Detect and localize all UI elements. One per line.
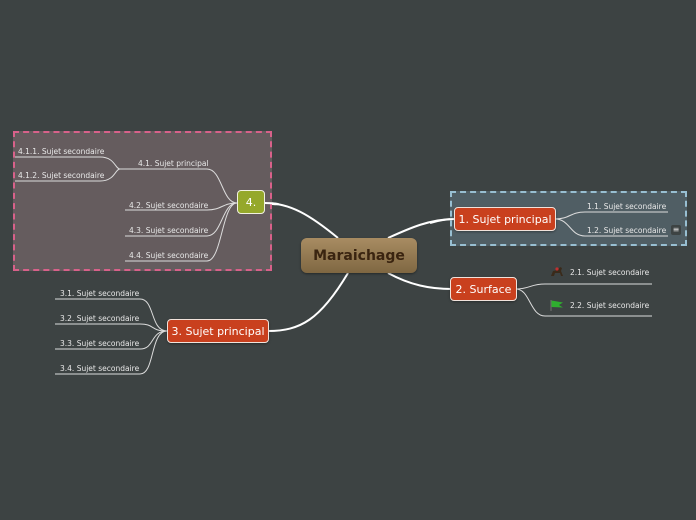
subtopic-4-1-1[interactable]: 4.1.1. Sujet secondaire bbox=[18, 147, 105, 156]
subtopic-4-4[interactable]: 4.4. Sujet secondaire bbox=[129, 251, 209, 260]
subtopic-4-2[interactable]: 4.2. Sujet secondaire bbox=[129, 201, 209, 210]
topic-4-label: 4. bbox=[245, 195, 257, 209]
subtopic-4-1-2[interactable]: 4.1.2. Sujet secondaire bbox=[18, 171, 105, 180]
topic-3-node[interactable]: 3. Sujet principal bbox=[167, 319, 269, 343]
boundary-topic-4 bbox=[13, 131, 272, 271]
green-flag-icon bbox=[550, 300, 563, 311]
subtopic-4-1[interactable]: 4.1. Sujet principal bbox=[138, 159, 209, 168]
topic-2-label: 2. Surface bbox=[455, 282, 512, 296]
central-topic-label: Maraichage bbox=[313, 247, 405, 264]
subtopic-3-1[interactable]: 3.1. Sujet secondaire bbox=[60, 289, 140, 298]
central-topic[interactable]: Maraichage bbox=[301, 238, 417, 273]
subtopic-4-3[interactable]: 4.3. Sujet secondaire bbox=[129, 226, 209, 235]
subtopic-2-1[interactable]: 2.1. Sujet secondaire bbox=[570, 268, 650, 277]
topic-1-node[interactable]: 1. Sujet principal bbox=[454, 207, 556, 231]
topic-2-node[interactable]: 2. Surface bbox=[450, 277, 517, 301]
subtopic-3-3[interactable]: 3.3. Sujet secondaire bbox=[60, 339, 140, 348]
subtopic-1-2[interactable]: 1.2. Sujet secondaire bbox=[587, 226, 667, 235]
topic-1-label: 1. Sujet principal bbox=[458, 212, 552, 226]
horse-icon bbox=[551, 267, 563, 276]
subtopic-3-2[interactable]: 3.2. Sujet secondaire bbox=[60, 314, 140, 323]
subtopic-1-1[interactable]: 1.1. Sujet secondaire bbox=[587, 202, 667, 211]
topic-3-label: 3. Sujet principal bbox=[171, 324, 265, 338]
topic-4-node[interactable]: 4. bbox=[237, 190, 265, 214]
subtopic-3-4[interactable]: 3.4. Sujet secondaire bbox=[60, 364, 140, 373]
note-icon[interactable]: ≡ bbox=[671, 225, 681, 235]
subtopic-2-2[interactable]: 2.2. Sujet secondaire bbox=[570, 301, 650, 310]
